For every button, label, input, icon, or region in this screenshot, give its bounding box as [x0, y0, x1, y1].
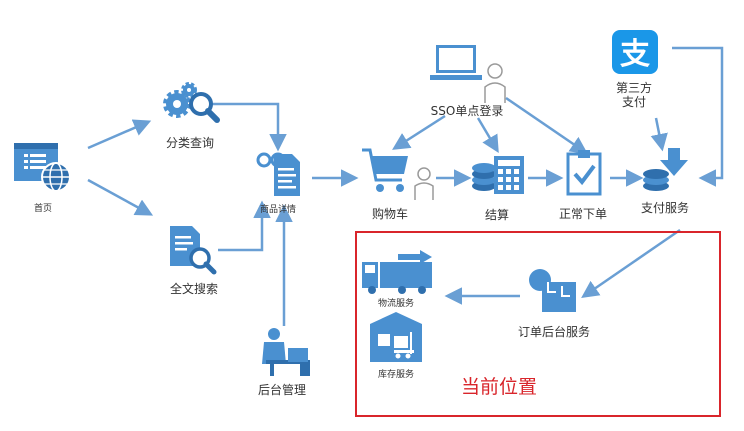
- arrow-search-to-detail: [218, 200, 271, 252]
- gear-magnifier-icon: [163, 82, 220, 123]
- arrow-thirdparty-back-to-pay: [672, 46, 724, 187]
- node-label-admin: 后台管理: [257, 383, 307, 397]
- arrow-sso-to-cart: [392, 114, 446, 150]
- current-position-label: 当前位置: [461, 376, 538, 398]
- node-label-category-query: 分类查询: [165, 136, 215, 150]
- arrow-home-to-search: [87, 178, 154, 216]
- arrow-pay-to-order-backend: [581, 228, 681, 298]
- circle-box-icon: [529, 269, 576, 312]
- browser-globe-icon: [14, 143, 71, 192]
- document-magnifier-icon: [170, 226, 217, 275]
- arrows: [87, 46, 724, 326]
- node-label-third-party-pay: 第三方 支付: [615, 81, 653, 109]
- coins-calculator-icon: [472, 156, 524, 194]
- alipay-icon: 支: [612, 30, 658, 74]
- person-at-desk-icon: [262, 328, 310, 376]
- coins-down-arrow-icon: [643, 148, 688, 191]
- svg-text:支: 支: [620, 37, 650, 72]
- node-label-pay-service: 支付服务: [640, 201, 690, 215]
- node-label-normal-order: 正常下单: [558, 207, 608, 221]
- laptop-user-icon: [430, 45, 506, 103]
- truck-icon: [362, 250, 432, 294]
- glasses-document-icon: [256, 152, 300, 196]
- node-label-sso-login: SSO单点登录: [430, 104, 504, 118]
- node-label-checkout: 结算: [484, 208, 510, 222]
- node-label-product-detail: 商品详情: [259, 205, 297, 215]
- node-label-logistics-service: 物流服务: [377, 299, 415, 309]
- shopping-cart-user-icon: [362, 148, 434, 200]
- arrow-sso-to-order: [505, 96, 588, 154]
- arrow-thirdparty-to-pay: [650, 117, 668, 152]
- forklift-warehouse-icon: [370, 312, 422, 362]
- arrow-home-to-category: [87, 119, 152, 150]
- clipboard-check-icon: [566, 150, 602, 196]
- arrow-sso-to-checkout: [476, 117, 499, 154]
- node-label-home: 首页: [33, 204, 53, 214]
- arrow-category-to-detail: [212, 102, 287, 152]
- node-label-order-backend-service: 订单后台服务: [517, 325, 591, 339]
- node-label-fulltext-search: 全文搜索: [169, 282, 219, 296]
- current-position-box: [355, 231, 721, 417]
- node-label-cart: 购物车: [371, 207, 409, 221]
- node-label-inventory-service: 库存服务: [377, 370, 415, 380]
